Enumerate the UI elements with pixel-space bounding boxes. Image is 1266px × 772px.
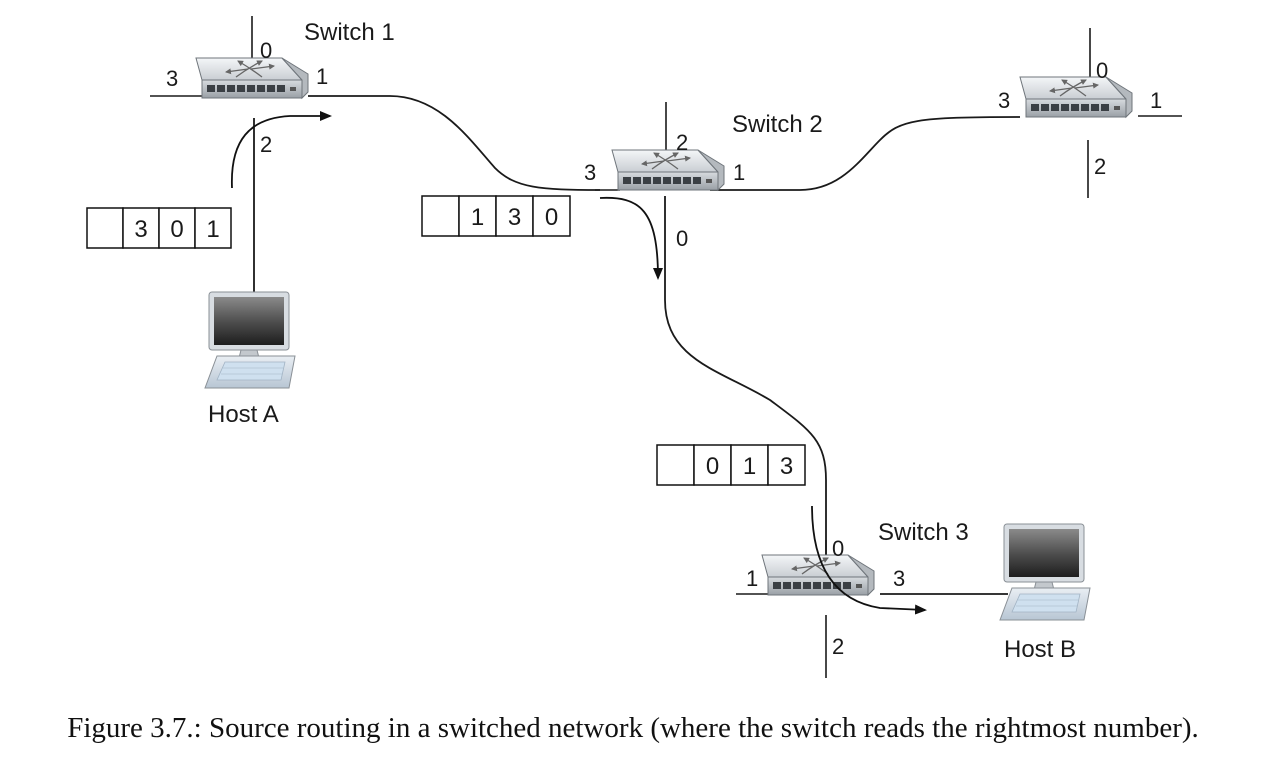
header-cell: 0 [545,204,558,231]
switch-3-label: Switch 3 [878,519,969,546]
switch-2-label: Switch 2 [732,111,823,138]
path-arrow-switch3 [811,505,927,615]
header-cell: 3 [780,453,793,480]
switch-1-ports: 0 1 2 3 [166,38,328,157]
header-cell: 0 [706,453,719,480]
header-box-1: 3 0 1 [86,207,232,249]
link-switch2-switch3 [664,196,827,590]
port-label: 1 [746,566,758,591]
host-b-label: Host B [1004,636,1076,663]
port-label: 3 [584,160,596,185]
port-label: 3 [893,566,905,591]
header-cell: 1 [206,216,219,243]
port-label: 3 [166,66,178,91]
header-box-2: 1 3 0 [421,195,571,237]
host-a-label: Host A [208,401,279,428]
switch-2-ports: 0 1 2 3 [584,130,745,251]
header-cell: 1 [471,204,484,231]
path-arrow-switch2 [599,196,663,280]
link-switch2-switch4 [710,116,1021,191]
header-cell: 1 [743,453,756,480]
header-box-3: 0 1 3 [656,444,806,486]
port-label: 2 [832,634,844,659]
packet-path [231,111,927,615]
path-arrow-switch1 [231,111,332,189]
network-diagram: Switch 1 Switch 2 Switch 3 0 1 2 3 0 1 2… [86,16,1182,678]
figure-caption: Figure 3.7.: Source routing in a switche… [67,712,1199,744]
switch-1-label: Switch 1 [304,19,395,46]
port-label: 2 [1094,154,1106,179]
port-label: 0 [1096,58,1108,83]
host-a-icon [204,291,296,389]
switch-4-icon [1020,77,1132,117]
switch-4-ports: 0 1 2 3 [998,58,1162,179]
links [253,95,1021,595]
port-label: 2 [260,132,272,157]
link-switch1-switch2 [308,95,601,191]
port-label: 0 [832,536,844,561]
host-b-icon [999,523,1091,621]
switch-2-icon [612,150,724,190]
port-label: 0 [260,38,272,63]
port-label: 2 [676,130,688,155]
port-label: 0 [676,226,688,251]
switch-3-icon [762,555,874,595]
header-cell: 3 [508,204,521,231]
port-label: 3 [998,88,1010,113]
port-label: 1 [1150,88,1162,113]
port-label: 1 [316,64,328,89]
header-cell: 0 [170,216,183,243]
switch-3-ports: 0 1 2 3 [746,536,905,659]
header-cell: 3 [134,216,147,243]
port-label: 1 [733,160,745,185]
switch-1-icon [196,58,308,98]
